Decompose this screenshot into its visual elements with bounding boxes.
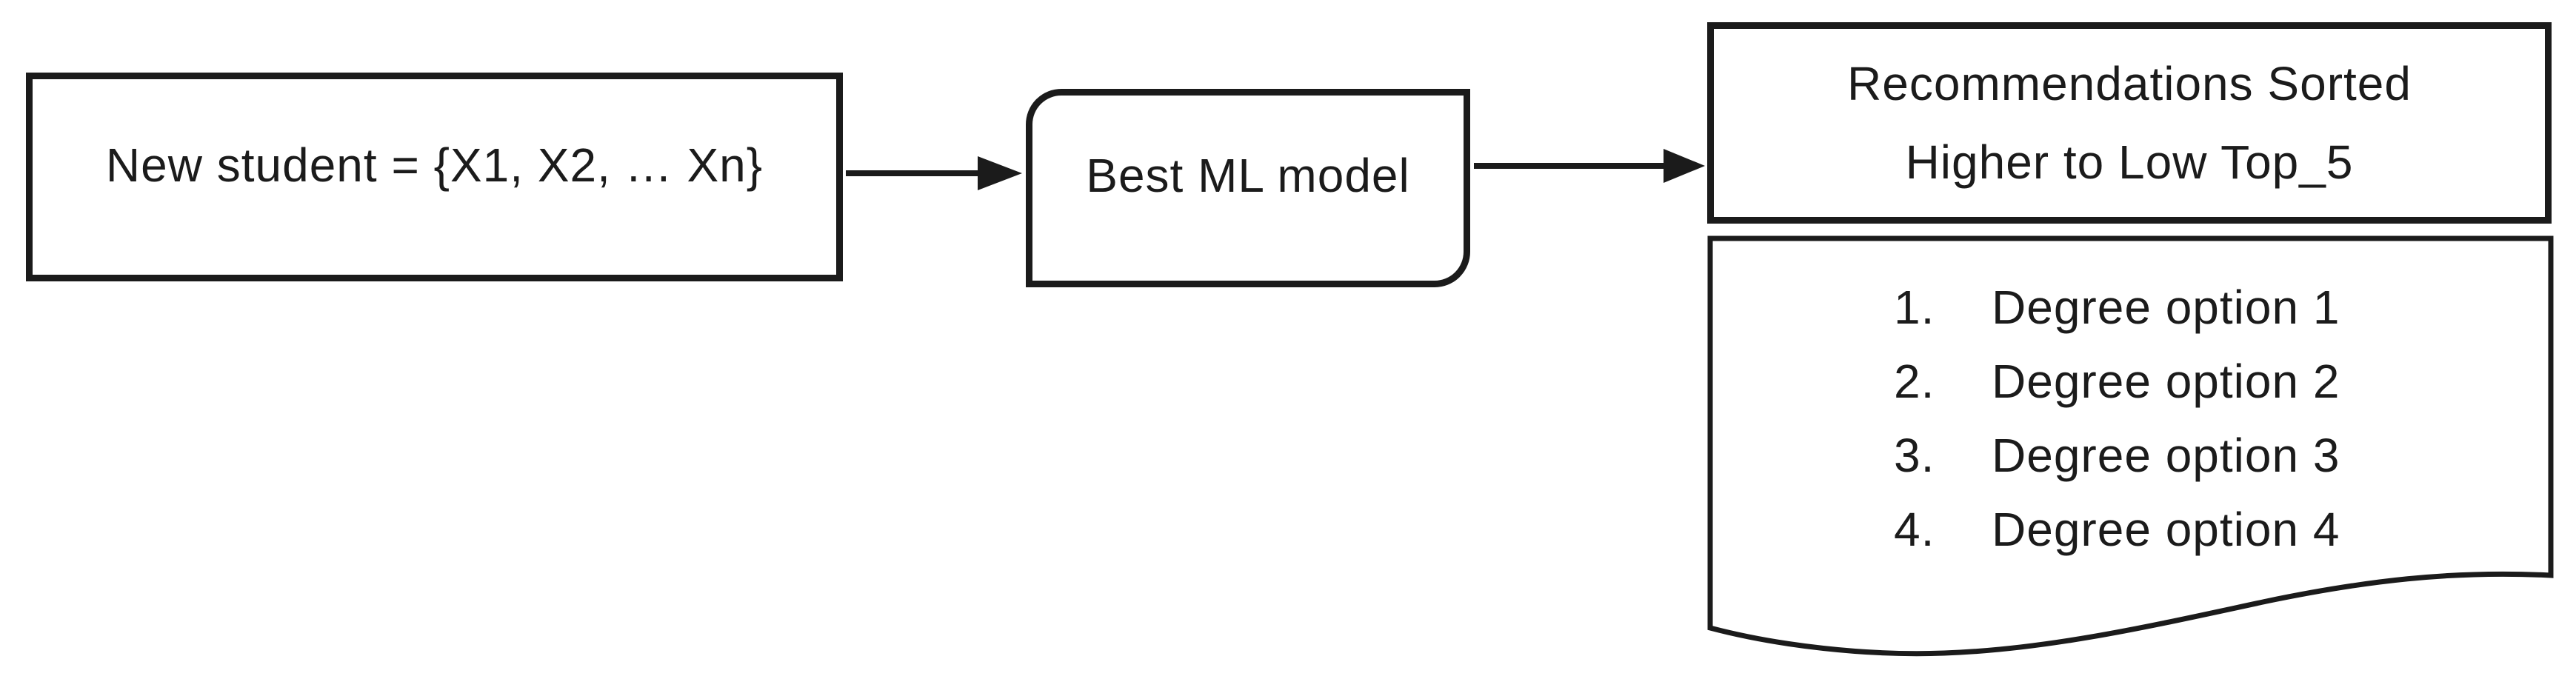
input-node-label: New student = {X1, X2, … Xn} (105, 138, 764, 192)
list-item: 1. Degree option 1 (1707, 270, 2553, 344)
results-header-line1: Recommendations Sorted (1847, 57, 2412, 110)
model-node: Best ML model (1026, 89, 1470, 287)
results-header-line2: Higher to Low Top_5 (1905, 136, 2354, 189)
arrow-model-to-results (1474, 149, 1705, 183)
list-item: 2. Degree option 2 (1707, 344, 2553, 418)
results-document-shape (1707, 235, 2554, 657)
list-item-number: 2. (1894, 355, 1935, 408)
list-item-number: 3. (1894, 429, 1935, 482)
results-list: 1. Degree option 1 2. Degree option 2 3.… (1707, 237, 2553, 566)
list-item-label: Degree option 2 (1992, 355, 2340, 408)
list-item-label: Degree option 1 (1992, 281, 2340, 334)
input-node: New student = {X1, X2, … Xn} (26, 73, 843, 281)
list-item-label: Degree option 3 (1992, 429, 2340, 482)
list-item: 3. Degree option 3 (1707, 418, 2553, 492)
list-item-number: 1. (1894, 281, 1935, 334)
arrow-input-to-model-head (978, 156, 1022, 190)
results-header-node: Recommendations Sorted Higher to Low Top… (1707, 22, 2552, 224)
list-item-label: Degree option 4 (1992, 503, 2340, 556)
model-node-label: Best ML model (1086, 149, 1410, 202)
arrow-model-to-results-head (1664, 149, 1705, 183)
arrow-input-to-model (846, 156, 1022, 190)
list-item: 4. Degree option 4 (1707, 492, 2553, 566)
list-item-number: 4. (1894, 503, 1935, 556)
